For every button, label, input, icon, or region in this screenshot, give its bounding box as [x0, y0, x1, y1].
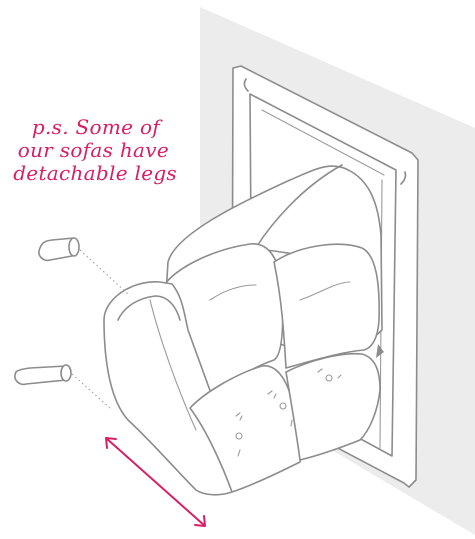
note-line-3: detachable legs — [0, 162, 177, 185]
detachable-leg-upper — [39, 238, 128, 294]
note-line-2: our sofas have — [0, 139, 169, 162]
detachable-legs-note: p.s. Some of our sofas have detachable l… — [0, 116, 185, 185]
note-line-1: p.s. Some of — [0, 116, 160, 139]
detachable-leg-lower — [15, 365, 112, 410]
sofa-cushion-right — [274, 244, 379, 368]
